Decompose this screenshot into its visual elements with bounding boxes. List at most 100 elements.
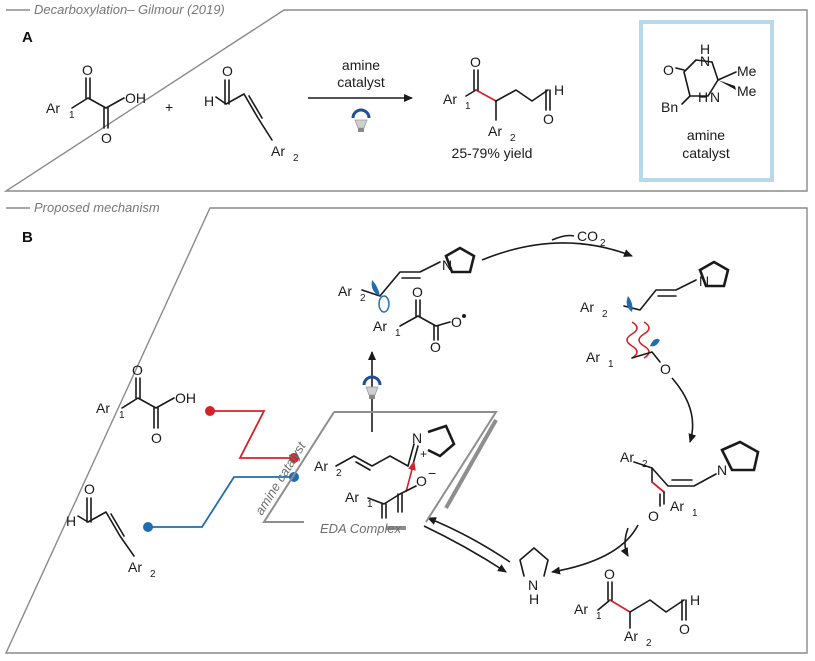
iminium-n: N <box>412 430 422 446</box>
radical-o2: O <box>430 339 441 355</box>
radical-o1: O <box>412 284 423 300</box>
reagent2-ar: Ar <box>271 143 285 159</box>
panel-a-frame <box>3 9 808 192</box>
b-product-ar2: Ar <box>624 628 638 644</box>
reagent1-o1: O <box>82 62 93 78</box>
reagent-glyoxylic-acid: O O OH Ar 1 <box>46 62 146 146</box>
b-product-ar2-sub: 2 <box>646 638 652 649</box>
coupling-o: O <box>660 361 671 377</box>
coupling-n: N <box>699 273 709 289</box>
iminium-ar: Ar <box>314 458 328 474</box>
b-sm2-sub: 2 <box>150 569 156 580</box>
cat-n1: N <box>700 53 710 69</box>
reagent2-h: H <box>204 93 214 109</box>
cat-me2: Me <box>737 83 757 99</box>
blue-dot-start <box>143 522 153 532</box>
red-dot-start <box>205 406 215 416</box>
b-product-h: H <box>690 592 700 608</box>
coupling-ar2-sub: 2 <box>602 309 608 320</box>
cat-n2: N <box>710 89 720 105</box>
equilibrium-arrow-2 <box>423 525 507 573</box>
blue-connector <box>148 476 294 528</box>
panel-b-header: Proposed mechanism <box>34 200 160 215</box>
iminium-plus: + <box>420 447 427 461</box>
panel-a: Decarboxylation– Gilmour (2019) A O O OH… <box>3 2 808 192</box>
product-ar2: Ar <box>488 123 502 139</box>
cat-bn: Bn <box>661 99 678 115</box>
cat-o: O <box>663 62 674 78</box>
panel-b: Proposed mechanism B CO 2 O O OH Ar 1 <box>4 200 808 654</box>
reagent2-o: O <box>222 63 233 79</box>
enamine-ar1-sub: 1 <box>692 508 698 519</box>
anion-ar: Ar <box>345 489 359 505</box>
enamine-ar2-sub: 2 <box>642 459 648 470</box>
product-o1: O <box>470 54 481 70</box>
panel-a-letter: A <box>22 29 33 46</box>
red-dot-end <box>289 453 299 463</box>
cat-nh2-h: H <box>698 89 708 105</box>
lightbulb-icon <box>351 108 371 132</box>
arrow-label-amine: amine <box>342 57 380 73</box>
red-connector <box>210 410 294 459</box>
b-enal: O H Ar 2 <box>66 481 156 580</box>
product-ar1: Ar <box>443 91 457 107</box>
eda-frame-top <box>334 411 498 523</box>
b-product-o2: O <box>679 621 690 637</box>
pyrrolidine-h: H <box>529 591 539 607</box>
radical-ar2: Ar <box>338 283 352 299</box>
b-sm1-o1: O <box>132 362 143 378</box>
b-sm2-h: H <box>66 513 76 529</box>
enamine-intermediate: N Ar 2 O Ar 1 <box>620 440 760 524</box>
eda-frame-left <box>262 411 335 523</box>
product-o2: O <box>543 111 554 127</box>
eda-bar-right <box>444 419 498 509</box>
enamine-o: O <box>648 508 659 524</box>
lightbulb-icon-b <box>362 375 382 399</box>
enamine-ar2: Ar <box>620 449 634 465</box>
b-product: O Ar 1 Ar 2 O H <box>574 566 700 649</box>
eda-complex-label: EDA Complex <box>320 521 402 536</box>
product-1-4-dicarbonyl: O Ar 1 Ar 2 O H <box>443 54 564 144</box>
b-sm2-o: O <box>84 481 95 497</box>
product-ar2-sub: 2 <box>510 133 516 144</box>
co2-branch <box>551 234 575 241</box>
radical-ar1-sub: 1 <box>395 328 401 339</box>
radical-ar1: Ar <box>373 318 387 334</box>
iminium-ar-sub: 2 <box>336 468 342 479</box>
panel-b-letter: B <box>22 229 33 246</box>
electron-transfer-arrow <box>405 461 416 493</box>
enamine-ar1: Ar <box>670 498 684 514</box>
anion-minus: − <box>428 465 436 481</box>
glyoxylate-anion: O − Ar 1 <box>345 465 436 519</box>
equilibrium-arrow-1 <box>427 517 511 563</box>
arrow-label-catalyst: catalyst <box>337 74 385 90</box>
b-sm1-o2: O <box>151 430 162 446</box>
anion-ar-sub: 1 <box>367 499 373 510</box>
coupling-ar1: Ar <box>586 349 600 365</box>
pyrrolidine: N H <box>519 547 549 607</box>
cat-me1: Me <box>737 63 757 79</box>
cat-label-amine: amine <box>687 127 725 143</box>
coupling-ar1-sub: 1 <box>608 359 614 370</box>
b-sm1-sub: 1 <box>119 410 125 421</box>
product-release-arrow <box>620 527 629 557</box>
b-product-o1: O <box>604 566 615 582</box>
iminium-ion: N + Ar 2 <box>314 424 456 479</box>
cat-nh1-h: H <box>700 41 710 57</box>
coupling-ar2: Ar <box>580 299 594 315</box>
product-h: H <box>554 82 564 98</box>
co2-sub: 2 <box>600 238 606 249</box>
catalyst-box <box>639 20 774 182</box>
pyrrolidine-n: N <box>528 577 538 593</box>
b-glyoxylic-acid: O O OH Ar 1 <box>96 362 196 446</box>
cycle-arrow-right <box>671 377 697 443</box>
radical-n: N <box>442 257 452 273</box>
cycle-arrow-top <box>481 242 633 261</box>
cycle-arrow-bottom <box>551 524 639 575</box>
product-ar1-sub: 1 <box>465 101 471 112</box>
reagent1-ar-sub: 1 <box>69 110 75 121</box>
radical-o3: O <box>451 314 462 330</box>
b-product-ar1-sub: 1 <box>596 611 602 622</box>
catalyst-structure: O H N N H Me Me Bn <box>661 41 757 115</box>
